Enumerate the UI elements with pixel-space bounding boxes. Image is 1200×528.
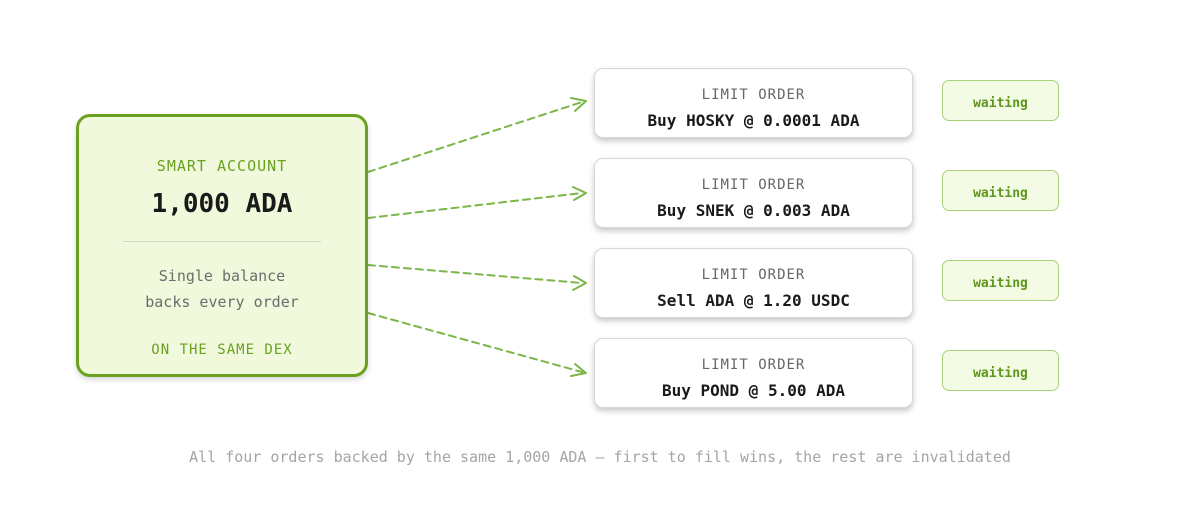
account-balance: 1,000 ADA	[151, 189, 293, 219]
connector-arrow-1	[367, 101, 583, 173]
status-badge-4: waiting	[942, 350, 1059, 391]
limit-order-card-1: LIMIT ORDER Buy HOSKY @ 0.0001 ADA	[594, 68, 913, 138]
limit-order-card-3: LIMIT ORDER Sell ADA @ 1.20 USDC	[594, 248, 913, 318]
order-kind-label: LIMIT ORDER	[701, 267, 806, 283]
limit-order-card-4: LIMIT ORDER Buy POND @ 5.00 ADA	[594, 338, 913, 408]
account-description-line: Single balance	[158, 267, 286, 285]
account-description-line: backs every order	[145, 293, 299, 311]
smart-account-card: SMART ACCOUNT 1,000 ADA Single balance b…	[76, 114, 368, 377]
status-badge-1: waiting	[942, 80, 1059, 121]
arrowhead-1	[570, 97, 587, 112]
order-description: Sell ADA @ 1.20 USDC	[657, 291, 850, 310]
status-badge-2: waiting	[942, 170, 1059, 211]
limit-order-card-2: LIMIT ORDER Buy SNEK @ 0.003 ADA	[594, 158, 913, 228]
order-description: Buy SNEK @ 0.003 ADA	[657, 201, 850, 220]
order-kind-label: LIMIT ORDER	[701, 177, 806, 193]
connector-arrow-2	[367, 192, 583, 219]
account-label: SMART ACCOUNT	[156, 157, 288, 175]
account-divider	[123, 241, 321, 242]
order-kind-label: LIMIT ORDER	[701, 357, 806, 373]
order-kind-label: LIMIT ORDER	[701, 87, 806, 103]
arrowhead-2	[572, 186, 587, 201]
order-description: Buy HOSKY @ 0.0001 ADA	[647, 111, 860, 130]
account-footer: ON THE SAME DEX	[151, 342, 293, 358]
status-badge-3: waiting	[942, 260, 1059, 301]
connector-arrow-4	[367, 312, 583, 373]
diagram-caption: All four orders backed by the same 1,000…	[189, 448, 1011, 466]
connector-arrow-3	[367, 264, 583, 284]
account-description: Single balance backs every order	[79, 263, 365, 315]
arrowhead-3	[572, 275, 587, 291]
arrowhead-4	[570, 363, 587, 377]
order-description: Buy POND @ 5.00 ADA	[661, 381, 846, 400]
